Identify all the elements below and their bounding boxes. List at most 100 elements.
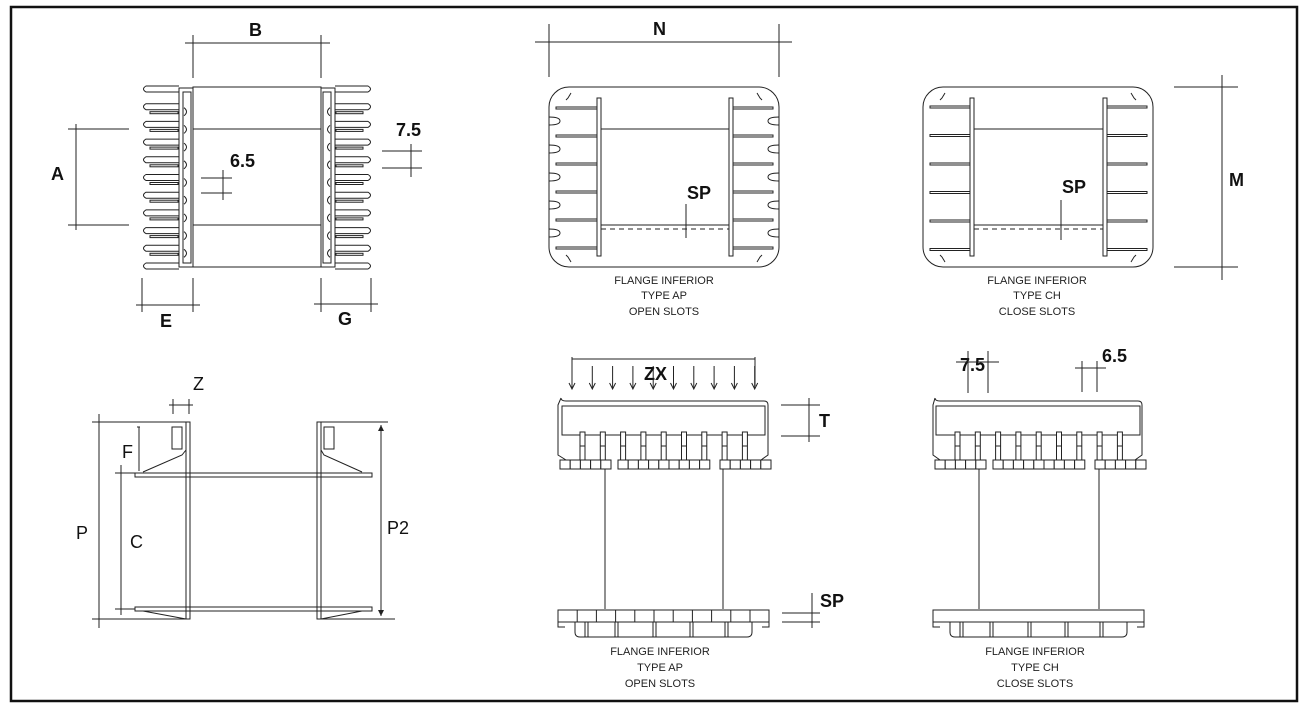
- label-c: C: [130, 532, 143, 552]
- core-body: [192, 86, 322, 268]
- slot: [149, 111, 179, 115]
- bottom-flange-tabs: [557, 622, 770, 628]
- pin-hook: [183, 125, 187, 134]
- arrow-head: [568, 382, 576, 391]
- comb-finger: [143, 209, 179, 217]
- arrow-head: [629, 382, 637, 391]
- pin-hook: [327, 142, 331, 152]
- pin-cell: [579, 459, 592, 470]
- pin-hook: [183, 178, 187, 187]
- comb-finger: [143, 103, 179, 111]
- flange-ap-top-view: N SP FLANGE INFERIOR TYPE AP OPEN SLOTS: [535, 19, 792, 318]
- label-7-5: 7.5: [396, 120, 421, 140]
- slot: [149, 252, 179, 256]
- pin-cell: [699, 459, 711, 470]
- open-notch: [767, 144, 780, 154]
- flange-rib-right: [728, 97, 734, 257]
- label-6-5: 6.5: [230, 151, 255, 171]
- flange-body-inner: [935, 405, 1141, 436]
- pin-cell: [1012, 459, 1025, 470]
- pin-cell: [1043, 459, 1055, 470]
- open-notch: [548, 116, 561, 126]
- open-notch: [767, 228, 780, 238]
- label-b: B: [249, 20, 262, 40]
- bottom-flange: [932, 609, 1145, 623]
- pin-cell: [1063, 459, 1076, 470]
- slot: [335, 182, 364, 185]
- pin-cell: [729, 459, 741, 470]
- arrow-head: [730, 382, 738, 391]
- bottom-plate: [134, 606, 373, 612]
- pin-cell: [739, 459, 752, 470]
- flange-rib-right: [1102, 97, 1108, 257]
- comb-finger: [335, 103, 371, 111]
- arrow-head: [751, 382, 759, 391]
- pin-cell: [600, 459, 612, 470]
- slot: [929, 191, 971, 194]
- pin-cell: [1104, 459, 1116, 470]
- bottom-flange-tabs: [932, 622, 1145, 628]
- pin-hook: [183, 231, 187, 240]
- slot: [555, 106, 598, 110]
- top-view-left: B A 6.5 7.5 E G: [51, 20, 422, 331]
- label-sp: SP: [1062, 177, 1086, 197]
- slot: [929, 219, 971, 223]
- slot: [1106, 105, 1148, 109]
- slot: [555, 162, 598, 166]
- arrow-head: [710, 382, 718, 391]
- slot: [1106, 134, 1148, 137]
- corner-mark: [1130, 92, 1137, 101]
- flange-ch-side-view: 7.5 6.5 FLANGE INFERIOR TYPE CH CLOSE SL…: [932, 346, 1147, 690]
- arrow-head: [609, 382, 617, 391]
- comb-finger: [335, 174, 371, 181]
- base-separators: [584, 622, 729, 637]
- label-sp: SP: [820, 591, 844, 611]
- label-6-5: 6.5: [1102, 346, 1127, 366]
- label-a: A: [51, 164, 64, 184]
- pin-block-left: [171, 426, 183, 450]
- flange-ap-side-view: ZX T SP FLANGE INFERIOR TYPE AP OPEN SLO…: [557, 357, 844, 690]
- flange-body-inner: [561, 405, 766, 436]
- slot: [149, 146, 179, 150]
- flange-outline: [922, 86, 1154, 268]
- slot: [335, 199, 364, 203]
- pin-hook: [327, 195, 331, 205]
- flange-outline: [548, 86, 780, 268]
- slot: [929, 248, 971, 251]
- label-t: T: [819, 411, 830, 431]
- flange-slope-right: [320, 449, 363, 473]
- slot: [335, 111, 364, 115]
- label-p2: P2: [387, 518, 409, 538]
- pin-cell: [637, 459, 650, 470]
- flange-slope-left: [142, 449, 187, 473]
- open-notch: [767, 200, 780, 210]
- pin-hook: [183, 142, 187, 152]
- arrow-head: [588, 382, 596, 391]
- open-notch: [548, 228, 561, 238]
- comb-finger: [143, 262, 179, 270]
- pin-cell: [1094, 459, 1106, 470]
- flange-slope-bottom-right: [320, 610, 363, 620]
- slot: [1106, 248, 1148, 251]
- pin-cell: [668, 459, 680, 470]
- caption-line: OPEN SLOTS: [625, 678, 695, 690]
- corner-mark: [1130, 254, 1137, 263]
- label-zx: ZX: [644, 364, 667, 384]
- slot: [732, 190, 774, 194]
- slot: [149, 199, 179, 203]
- label-p: P: [76, 523, 88, 543]
- comb-finger: [335, 244, 371, 252]
- label-z: Z: [193, 374, 204, 394]
- comb-finger: [335, 156, 371, 164]
- comb-finger: [143, 227, 179, 235]
- bottom-cells: [576, 610, 751, 622]
- pin-hook: [183, 107, 187, 117]
- caption-line: CLOSE SLOTS: [997, 678, 1073, 690]
- pin-cell: [1033, 459, 1045, 470]
- bottom-flange-base: [574, 622, 753, 638]
- slot: [149, 182, 179, 185]
- caption-line: OPEN SLOTS: [629, 306, 699, 318]
- open-slots: [548, 92, 780, 263]
- pin-cell: [992, 459, 1004, 470]
